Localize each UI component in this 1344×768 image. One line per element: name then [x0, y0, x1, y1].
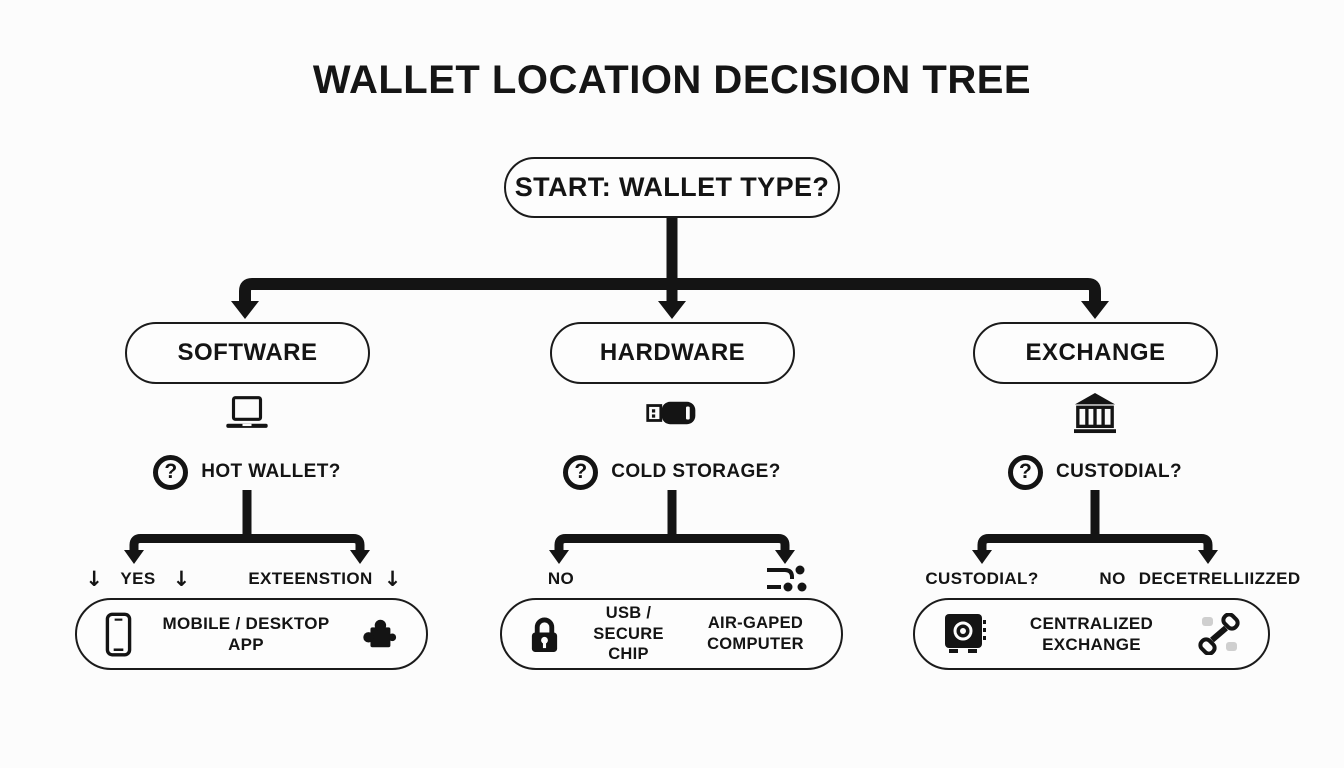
edge-label-no: NO	[1099, 569, 1126, 588]
edge-label-no: NO	[547, 569, 575, 588]
node-software-label: SOFTWARE	[177, 339, 318, 366]
route-icon	[760, 560, 810, 596]
edge-software-extension: EXTEENSTION ↓	[235, 565, 415, 593]
result-line: COMPUTER	[707, 635, 804, 653]
question-custodial-label: CUSTODIAL?	[1055, 461, 1183, 482]
result-usb-secure-chip: USB / SECURE CHIP AIR-GAPED COMPUTER	[500, 598, 843, 670]
edge-exchange-custodial: CUSTODIAL?	[892, 565, 1072, 593]
question-mark-glyph: ?	[164, 460, 178, 483]
edge-label-custodial: CUSTODIAL?	[925, 569, 1039, 588]
result-text: MOBILE / DESKTOP APP	[142, 613, 350, 656]
bank-icon	[1063, 392, 1127, 434]
usb-drive-icon	[640, 392, 704, 434]
question-hot-wallet-label: HOT WALLET?	[201, 461, 341, 482]
edge-label-yes: YES	[120, 569, 156, 588]
edge-label-extension: EXTEENSTION	[248, 569, 373, 588]
question-mark-glyph: ?	[1019, 460, 1032, 483]
arrow-down-icon: ↓	[85, 566, 104, 591]
result-line: APP	[228, 635, 264, 654]
result-line: EXCHANGE	[1042, 635, 1141, 654]
question-mark-icon: ?	[563, 454, 599, 490]
start-node-label: START: WALLET TYPE?	[514, 172, 830, 202]
node-hardware: HARDWARE	[550, 322, 795, 384]
question-cold-storage: ? COLD STORAGE?	[502, 452, 842, 492]
result-line: CENTRALIZED	[1029, 613, 1154, 633]
result-line: CHIP	[608, 645, 649, 664]
smartphone-icon	[105, 612, 132, 657]
safe-icon	[941, 612, 987, 656]
edge-exchange-decentralized: NO DECETRELLIIZZED	[1094, 565, 1306, 593]
question-mark-icon: ?	[153, 454, 189, 490]
question-mark-icon: ?	[1007, 454, 1043, 490]
lock-icon	[528, 614, 561, 655]
chain-links-icon	[1196, 613, 1242, 655]
edge-label-decentralized: DECETRELLIIZZED	[1138, 569, 1301, 588]
start-node: START: WALLET TYPE?	[504, 157, 840, 218]
question-mark-glyph: ?	[574, 460, 588, 483]
node-software: SOFTWARE	[125, 322, 370, 384]
result-line: MOBILE / DESKTOP	[162, 613, 330, 633]
node-hardware-label: HARDWARE	[599, 339, 746, 366]
laptop-icon	[215, 392, 279, 434]
arrow-down-icon: ↓	[383, 566, 402, 591]
result-text: USB / SECURE CHIP	[569, 603, 688, 665]
arrow-down-icon: ↓	[172, 566, 191, 591]
result-centralized-exchange: CENTRALIZED EXCHANGE	[913, 598, 1270, 670]
edge-software-yes: ↓ YES ↓	[48, 565, 228, 593]
question-hot-wallet: ? HOT WALLET?	[77, 452, 417, 492]
puzzle-piece-icon	[360, 615, 398, 653]
result-text: CENTRALIZED EXCHANGE	[997, 613, 1186, 656]
result-text: AIR-GAPED COMPUTER	[696, 613, 815, 654]
node-exchange: EXCHANGE	[973, 322, 1218, 384]
question-cold-storage-label: COLD STORAGE?	[611, 461, 781, 482]
result-mobile-desktop-app: MOBILE / DESKTOP APP	[75, 598, 428, 670]
question-custodial: ? CUSTODIAL?	[925, 452, 1265, 492]
result-line: AIR-GAPED	[707, 614, 804, 633]
edge-hardware-no: NO	[511, 565, 611, 593]
result-line: USB / SECURE	[593, 604, 664, 643]
page-title: WALLET LOCATION DECISION TREE	[312, 58, 1032, 102]
node-exchange-label: EXCHANGE	[1025, 339, 1166, 366]
